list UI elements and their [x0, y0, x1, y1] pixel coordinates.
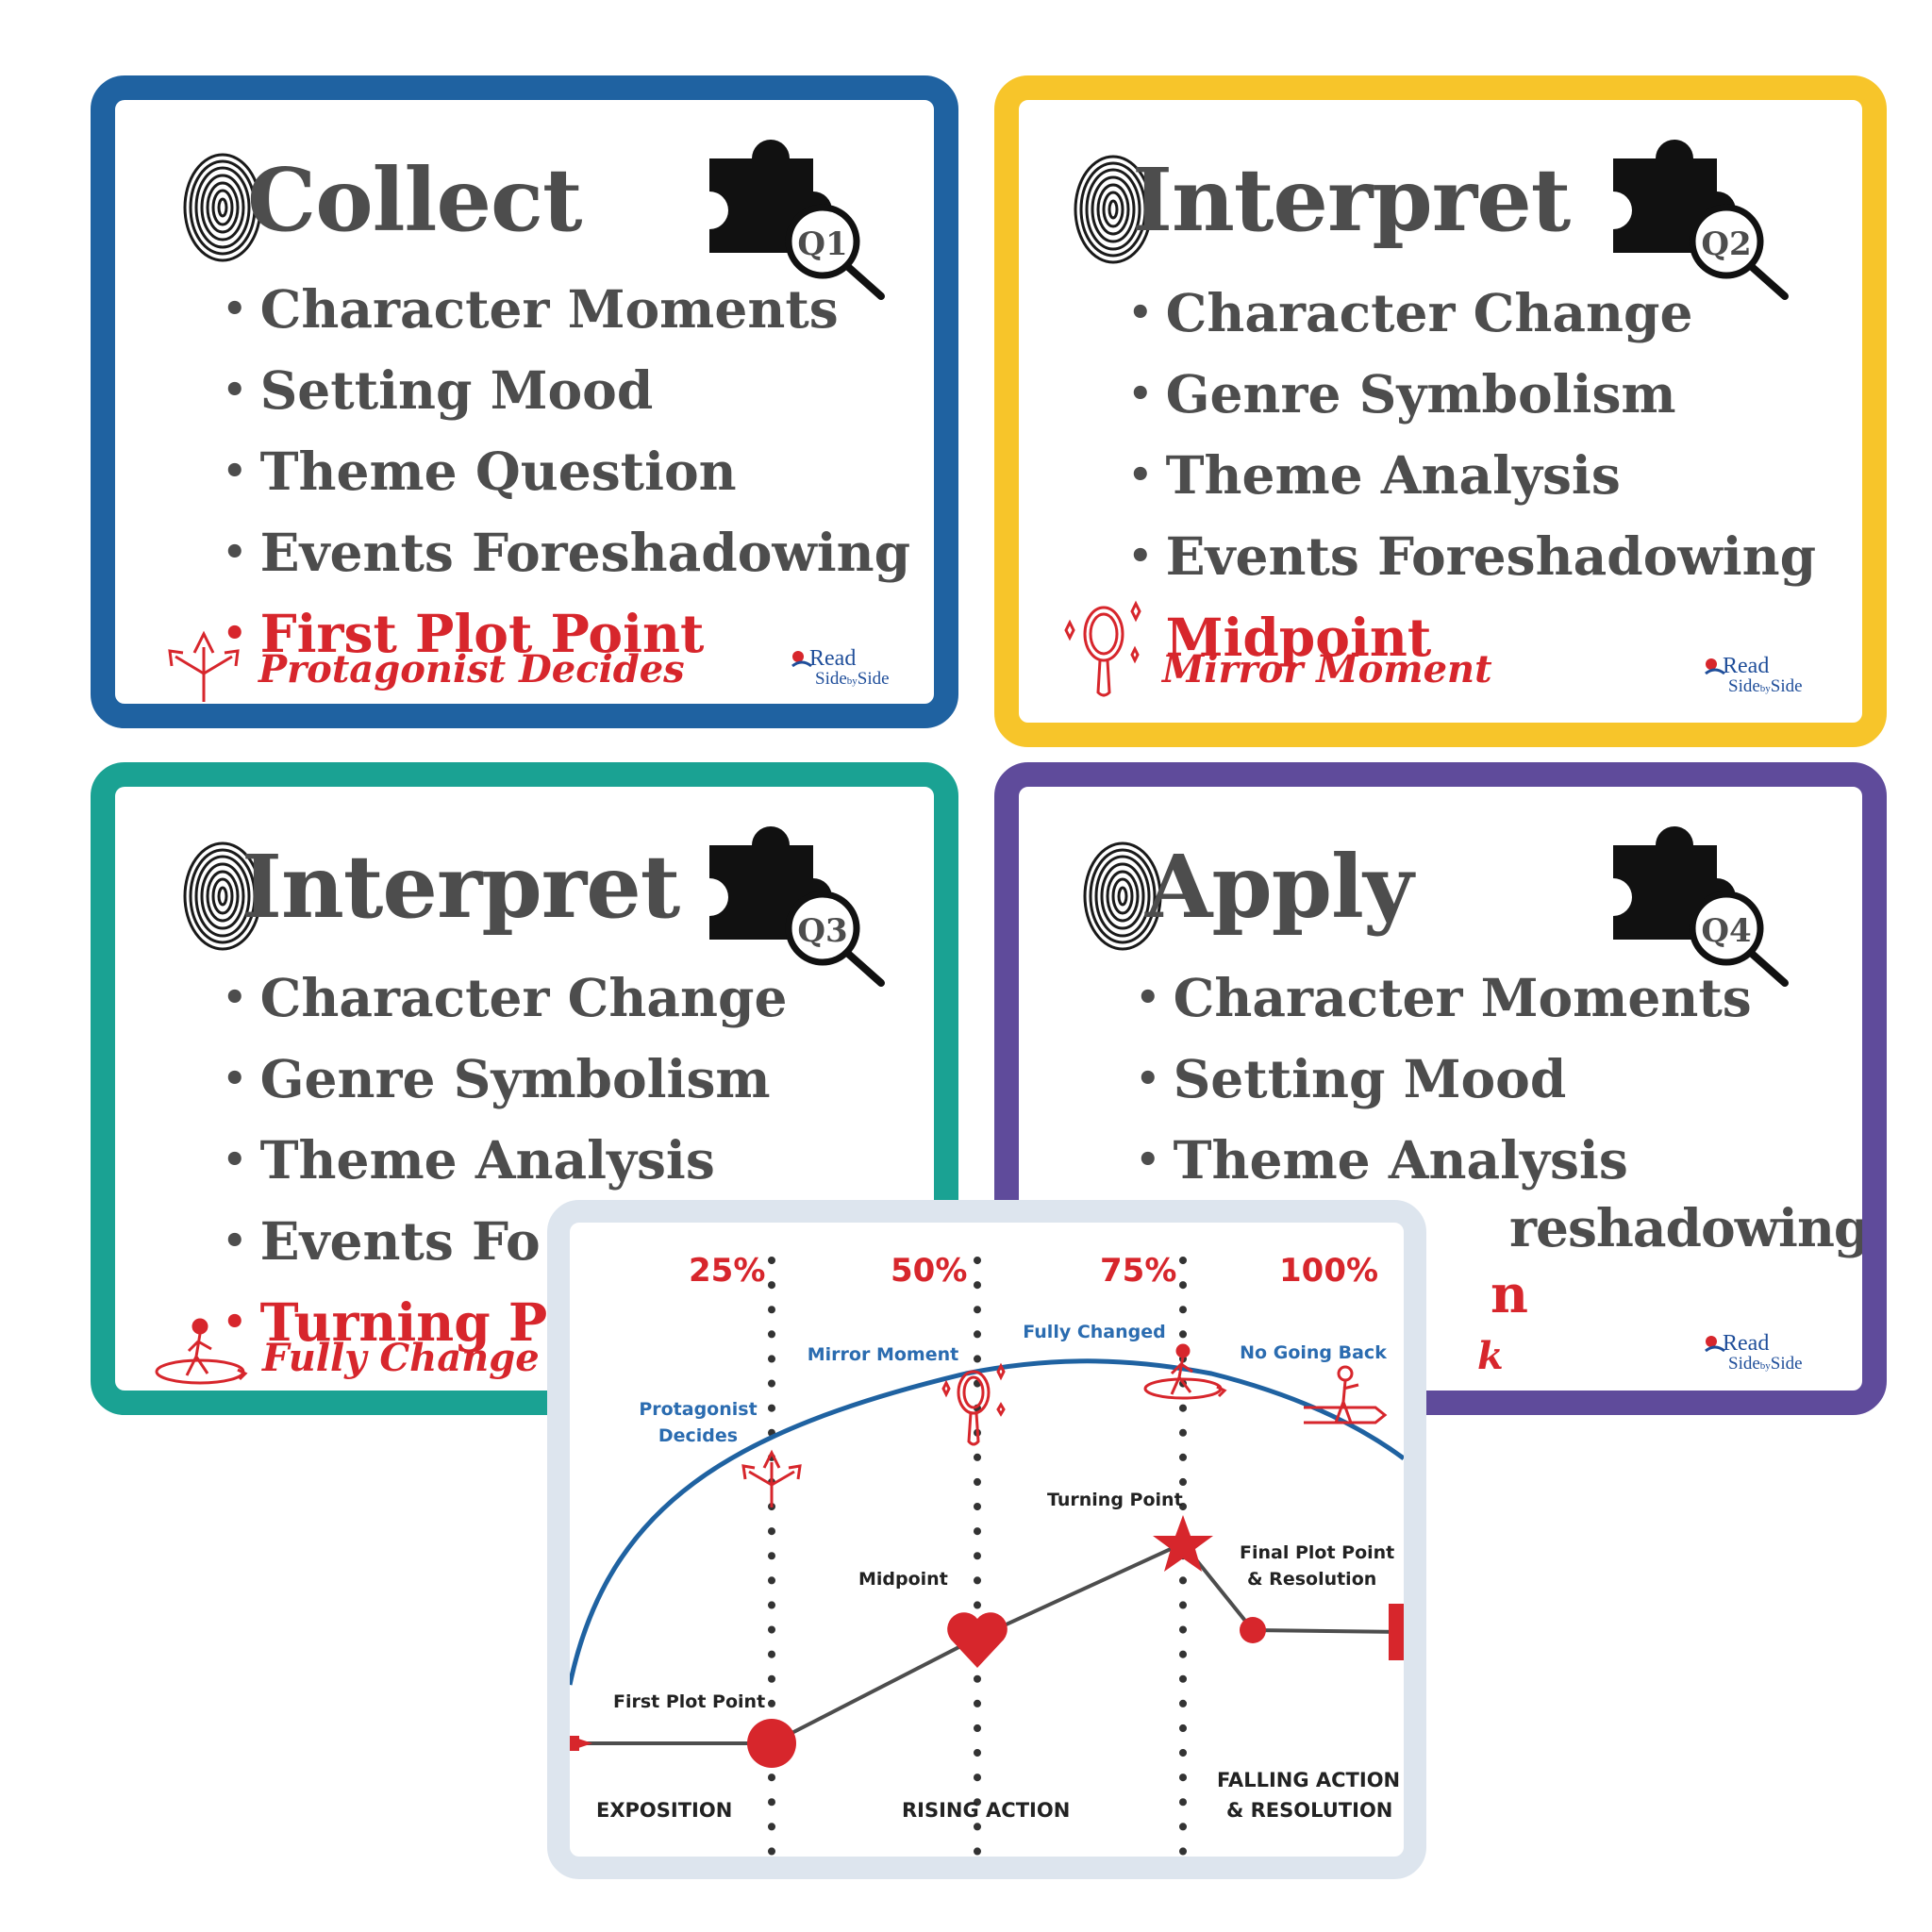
list-item: •Character Change — [223, 967, 788, 1028]
plot-label-final-plot-point: Final Plot Point — [1240, 1542, 1394, 1563]
list-item: •Genre Symbolism — [223, 1048, 771, 1109]
highlight-fragment: n — [1491, 1263, 1528, 1324]
final-plot-point-marker — [1240, 1617, 1266, 1643]
hand-mirror-icon — [941, 1362, 1006, 1446]
card-subtitle: Protagonist Decides — [258, 647, 685, 691]
crossroads-arrows-icon — [741, 1449, 802, 1507]
section-label-falling-action: FALLING ACTION — [1217, 1769, 1400, 1791]
section-label-rising-action: RISING ACTION — [902, 1799, 1070, 1822]
item-list: •Character Change •Genre Symbolism •Them… — [1128, 275, 1816, 681]
puzzle-piece-icon: Q2 — [1613, 140, 1789, 300]
puzzle-piece-icon: Q4 — [1613, 826, 1789, 987]
plot-label-midpoint: Midpoint — [858, 1569, 948, 1590]
list-item: •Character Change — [1128, 282, 1693, 343]
end-bar-marker — [1389, 1604, 1404, 1660]
read-side-by-side-logo: Read SidebySide — [791, 647, 890, 688]
quadrant-label: Q2 — [1701, 225, 1751, 263]
list-item: •Setting Mood — [1136, 1048, 1567, 1109]
card-subtitle: Mirror Moment — [1162, 647, 1492, 691]
list-item: •Theme Analysis — [1128, 444, 1621, 506]
card-subtitle: Fully Change — [262, 1336, 540, 1380]
puzzle-piece-icon: Q3 — [709, 826, 885, 987]
list-item: •Setting Mood — [223, 359, 654, 421]
plot-label-first-plot-point: First Plot Point — [613, 1691, 765, 1712]
card-item-fragment: reshadowing — [1509, 1197, 1870, 1258]
puzzle-piece-icon: Q1 — [709, 140, 885, 300]
person-turning-icon — [1143, 1343, 1227, 1400]
fingerprint-icon — [183, 841, 262, 951]
list-item: •Events Foreshadowing — [1128, 525, 1817, 587]
arc-label-no-going-back: No Going Back — [1240, 1342, 1387, 1363]
fingerprint-icon — [1074, 155, 1153, 264]
section-label-exposition: EXPOSITION — [596, 1799, 732, 1822]
list-item: •Theme Analysis — [223, 1129, 715, 1191]
highlight-item: •Midpoint — [1165, 607, 1432, 668]
plot-line — [570, 1541, 1404, 1745]
list-item: •Events Fo — [223, 1210, 541, 1272]
quadrant-label: Q4 — [1701, 912, 1751, 950]
card-title: Apply — [1145, 836, 1413, 938]
highlight-item: •Turning Po — [223, 1291, 581, 1353]
section-label-resolution: & RESOLUTION — [1226, 1799, 1392, 1822]
list-item: •Theme Question — [223, 441, 737, 502]
first-plot-point-marker — [747, 1719, 796, 1768]
list-item: •Character Moments — [1136, 967, 1752, 1028]
item-list: •Character Moments •Setting Mood •Theme … — [223, 272, 910, 677]
card-title: Interpret — [242, 836, 680, 938]
read-side-by-side-logo: Read SidebySide — [1704, 655, 1803, 695]
character-arc-curve — [570, 1358, 1404, 1686]
quadrant-label: Q3 — [797, 912, 847, 950]
arc-label-protagonist-decides-2: Decides — [658, 1425, 738, 1446]
story-arc-panel: 25% 50% 75% 100% Protagonist Decides Mir… — [547, 1200, 1426, 1879]
card-title: Interpret — [1132, 149, 1571, 251]
card-interpret-q2: Interpret Q2 •Character Change •Genre Sy… — [994, 75, 1887, 747]
percent-label-75: 75% — [1100, 1252, 1176, 1290]
list-item: •Character Moments — [223, 278, 839, 340]
arc-label-protagonist-decides: Protagonist — [639, 1399, 757, 1420]
highlight-item: •First Plot Point — [223, 603, 705, 664]
fingerprint-icon — [1083, 841, 1162, 951]
arc-label-mirror-moment: Mirror Moment — [808, 1344, 958, 1365]
crossroads-arrows-icon — [168, 630, 240, 702]
story-arc-diagram: 25% 50% 75% 100% Protagonist Decides Mir… — [570, 1252, 1404, 1857]
card-subtitle-fragment: k — [1477, 1334, 1504, 1378]
arc-label-fully-changed: Fully Changed — [1023, 1322, 1166, 1342]
fingerprint-icon — [183, 153, 262, 262]
list-item: •Theme Analysis — [1136, 1129, 1628, 1191]
percent-label-50: 50% — [891, 1252, 967, 1290]
no-going-back-icon — [1304, 1365, 1388, 1424]
percent-label-100: 100% — [1279, 1252, 1378, 1290]
card-title: Collect — [247, 149, 583, 251]
star-icon — [1153, 1515, 1213, 1572]
plot-label-turning-point: Turning Point — [1047, 1490, 1183, 1510]
card-apply-q4: Apply Q4 •Character Moments •Setting Moo… — [994, 762, 1887, 1415]
heart-icon — [947, 1612, 1008, 1668]
item-list: •Character Moments •Setting Mood •Theme … — [1136, 960, 1752, 1204]
item-list: •Character Change •Genre Symbolism •Them… — [223, 960, 787, 1366]
card-collect-q1: Collect Q1 •Character Moments •Setting M… — [91, 75, 958, 728]
person-turning-icon — [155, 1318, 248, 1385]
quadrant-label: Q1 — [797, 225, 847, 263]
list-item: •Events Foreshadowing — [223, 522, 911, 583]
list-item: •Genre Symbolism — [1128, 363, 1676, 425]
hand-mirror-icon — [1064, 600, 1141, 697]
plot-label-resolution: & Resolution — [1247, 1569, 1376, 1590]
percent-label-25: 25% — [689, 1252, 765, 1290]
read-side-by-side-logo: Read SidebySide — [1704, 1332, 1803, 1373]
